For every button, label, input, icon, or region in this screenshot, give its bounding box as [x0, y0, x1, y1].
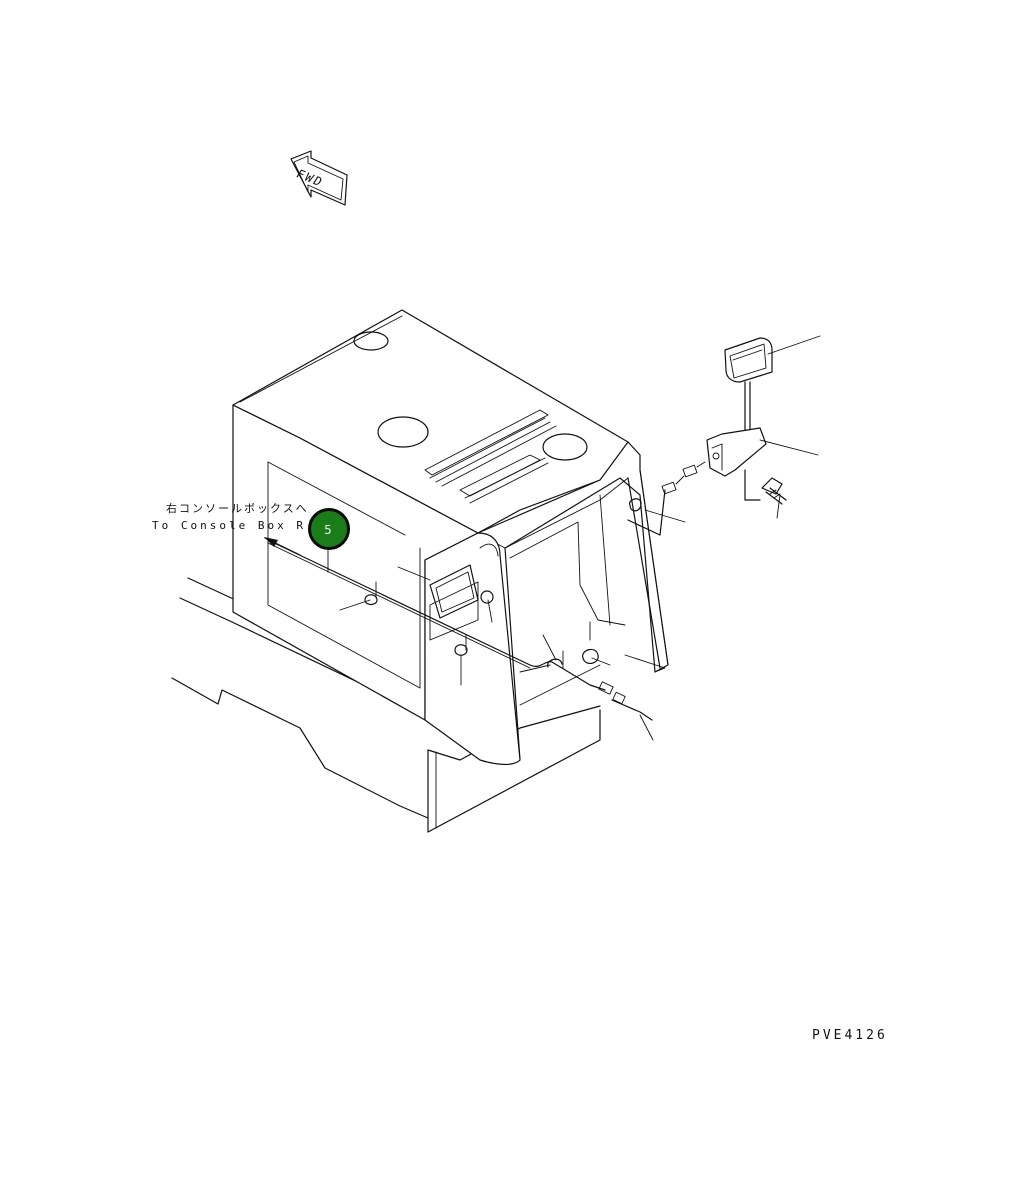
cab-body	[232, 309, 669, 765]
bolt	[761, 477, 787, 505]
part-callout-number: 5	[324, 523, 332, 537]
work-lamp-assembly	[706, 337, 773, 501]
leader-lines	[327, 335, 821, 741]
fwd-arrow	[290, 150, 348, 206]
drawing-number: PVE4126	[812, 1028, 888, 1043]
route-arrow	[264, 537, 301, 556]
destination-label-english: To Console Box R.H.	[152, 519, 335, 532]
destination-label-japanese: 右コンソールボックスへ	[166, 502, 309, 515]
part-callout-bubble[interactable]: 5	[308, 508, 350, 550]
wire-harness	[267, 461, 706, 721]
